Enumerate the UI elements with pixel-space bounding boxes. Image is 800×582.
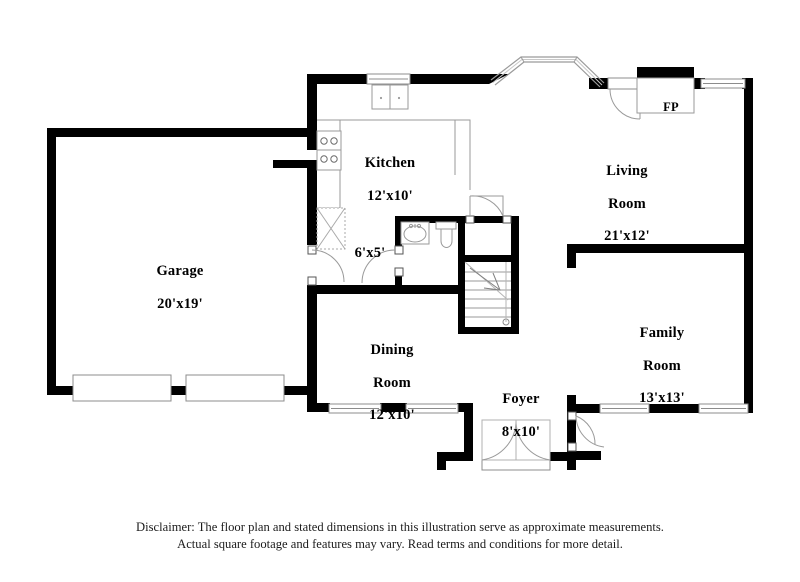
door-swing-living bbox=[609, 88, 641, 120]
bath-dimensions: 6'x5' bbox=[354, 245, 386, 262]
misc-wall-stubs bbox=[47, 386, 57, 395]
door-swing-foyer-side bbox=[575, 415, 605, 448]
garage-entry-door bbox=[307, 245, 345, 286]
pantry-closet bbox=[316, 207, 346, 250]
living-room-name-line1: Living bbox=[606, 163, 648, 180]
entry-threshold bbox=[481, 459, 551, 471]
room-label-garage: Garage 20'x19' bbox=[110, 247, 250, 328]
garage-dimensions: 20'x19' bbox=[157, 295, 203, 312]
fireplace-label: FP bbox=[641, 86, 701, 128]
kitchen-name: Kitchen bbox=[364, 155, 416, 172]
door-jamb-living bbox=[607, 77, 641, 90]
kitchen-dimensions: 12'x10' bbox=[367, 187, 413, 204]
dining-room-dimensions: 12'x10' bbox=[369, 407, 415, 424]
dining-windows bbox=[328, 403, 459, 414]
dining-room-name-line1: Dining bbox=[370, 342, 414, 359]
garage-name: Garage bbox=[156, 263, 204, 280]
living-room-name-line2: Room bbox=[608, 195, 646, 212]
bath-sink bbox=[400, 221, 430, 245]
foyer-dimensions: 8'x10' bbox=[501, 423, 541, 440]
kitchen-sink bbox=[371, 84, 409, 110]
kitchen-range bbox=[316, 130, 342, 171]
room-label-foyer: Foyer 8'x10' bbox=[463, 375, 579, 456]
family-room-name-line1: Family bbox=[639, 325, 685, 342]
bath-door bbox=[361, 245, 404, 284]
fireplace-hearth bbox=[636, 77, 695, 114]
foyer-side-door bbox=[567, 411, 605, 452]
room-label-kitchen: Kitchen 12'x10' bbox=[320, 139, 460, 220]
fireplace bbox=[636, 77, 695, 114]
dining-room-name-line2: Room bbox=[373, 374, 411, 391]
foyer-name: Foyer bbox=[502, 391, 540, 408]
fireplace-abbrev: FP bbox=[663, 100, 679, 114]
family-living-divider bbox=[567, 244, 745, 268]
room-label-dining-room: Dining Room 12'x10' bbox=[327, 326, 457, 440]
stair-walls bbox=[458, 216, 519, 334]
disclaimer-text: Disclaimer: The floor plan and stated di… bbox=[0, 519, 800, 553]
garage-door-right bbox=[185, 374, 285, 402]
garage-walls bbox=[47, 128, 307, 395]
door-swing-bath bbox=[361, 249, 396, 284]
bath-toilet bbox=[435, 221, 457, 248]
disclaimer-line-2: Actual square footage and features may v… bbox=[177, 537, 623, 551]
family-room-dimensions: 13'x13' bbox=[639, 390, 685, 407]
living-room-dimensions: 21'x12' bbox=[604, 228, 650, 245]
staircase bbox=[464, 261, 511, 327]
room-label-family-room: Family Room 13'x13' bbox=[592, 309, 732, 423]
room-label-living-room: Living Room 21'x12' bbox=[557, 147, 697, 261]
garage-doors bbox=[72, 374, 285, 402]
family-room-name-line2: Room bbox=[643, 357, 681, 374]
stair-closet-door bbox=[465, 195, 512, 224]
foyer-entry-doors bbox=[481, 419, 551, 471]
family-windows bbox=[599, 403, 749, 414]
kitchen-window bbox=[366, 73, 411, 85]
disclaimer-line-1: Disclaimer: The floor plan and stated di… bbox=[136, 520, 664, 534]
bay-window bbox=[489, 56, 608, 89]
room-label-bath: 6'x5' bbox=[310, 229, 430, 278]
foyer-jambs bbox=[464, 403, 473, 423]
garage-door-left bbox=[72, 374, 172, 402]
door-swing-garage bbox=[311, 249, 345, 283]
living-room-window bbox=[700, 78, 746, 89]
